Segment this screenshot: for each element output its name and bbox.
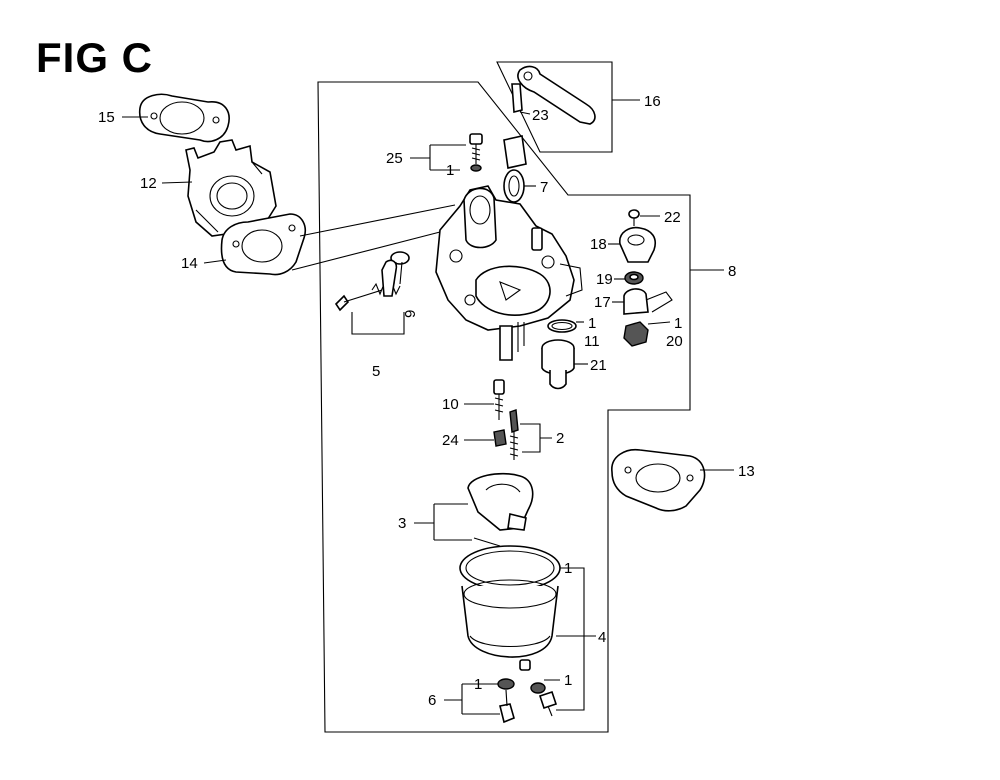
part-13-gasket — [611, 448, 706, 512]
callout-6: 6 — [428, 692, 436, 709]
part-11-o-ring — [547, 319, 577, 333]
callout-4: 4 — [598, 629, 606, 646]
part-24-nozzle — [493, 429, 507, 447]
callout-24: 24 — [442, 432, 459, 449]
part-25-screw — [469, 133, 483, 172]
assembly-boundary — [317, 81, 691, 733]
callout-1-c: 1 — [674, 315, 682, 332]
callout-21: 21 — [590, 357, 607, 374]
callout-11: 11 — [584, 333, 600, 350]
part-21-jet-holder — [541, 339, 575, 390]
part-16-bracket-box — [496, 61, 613, 153]
part-20-nut — [623, 321, 649, 347]
part-2-float-needle — [509, 409, 519, 460]
part-3-float — [467, 472, 534, 547]
callout-13: 13 — [738, 463, 755, 480]
part-16-choke-lever — [511, 65, 596, 125]
part-10-main-jet — [493, 379, 505, 420]
part-6-drain-screw — [497, 678, 515, 724]
part-18-cap — [619, 226, 656, 263]
callout-19: 19 — [596, 271, 613, 288]
callout-5: 5 — [372, 363, 380, 380]
callout-3: 3 — [398, 515, 406, 532]
figure-title: FIG C — [36, 34, 153, 81]
callout-16: 16 — [644, 93, 661, 110]
part-4-float-bowl — [459, 545, 561, 671]
callout-23: 23 — [532, 107, 549, 124]
callout-22: 22 — [664, 209, 681, 226]
callout-10: 10 — [442, 396, 459, 413]
carburetor-body — [435, 185, 583, 361]
callout-12: 12 — [140, 175, 157, 192]
callout-20: 20 — [666, 333, 683, 350]
part-5-throttle-stop-screw — [334, 259, 401, 312]
part-19-washer — [624, 271, 644, 285]
callout-1-b: 1 — [588, 315, 596, 332]
part-12-insulator — [185, 139, 277, 237]
part-14-gasket — [220, 213, 306, 276]
callout-7: 7 — [540, 179, 548, 196]
part-22-screw — [628, 209, 640, 226]
callout-2: 2 — [556, 430, 564, 447]
callout-17: 17 — [594, 294, 611, 311]
callout-1-e: 1 — [564, 672, 572, 689]
callout-8: 8 — [728, 263, 736, 280]
callout-25: 25 — [386, 150, 403, 167]
part-7-choke-valve — [503, 135, 527, 203]
callout-15: 15 — [98, 109, 115, 126]
callout-1-a: 1 — [446, 162, 454, 179]
callout-1-d: 1 — [564, 560, 572, 577]
callout-9: 9 — [402, 310, 419, 318]
leader-lines — [122, 99, 734, 715]
part-15-gasket — [138, 93, 230, 143]
callout-18: 18 — [590, 236, 607, 253]
callout-1-f: 1 — [474, 676, 482, 693]
callout-14: 14 — [181, 255, 198, 272]
bowl-bolt — [530, 682, 558, 717]
gasket-14-alignment-line — [291, 204, 456, 271]
part-5-bracket — [351, 312, 405, 335]
part-17-valve — [623, 288, 673, 315]
